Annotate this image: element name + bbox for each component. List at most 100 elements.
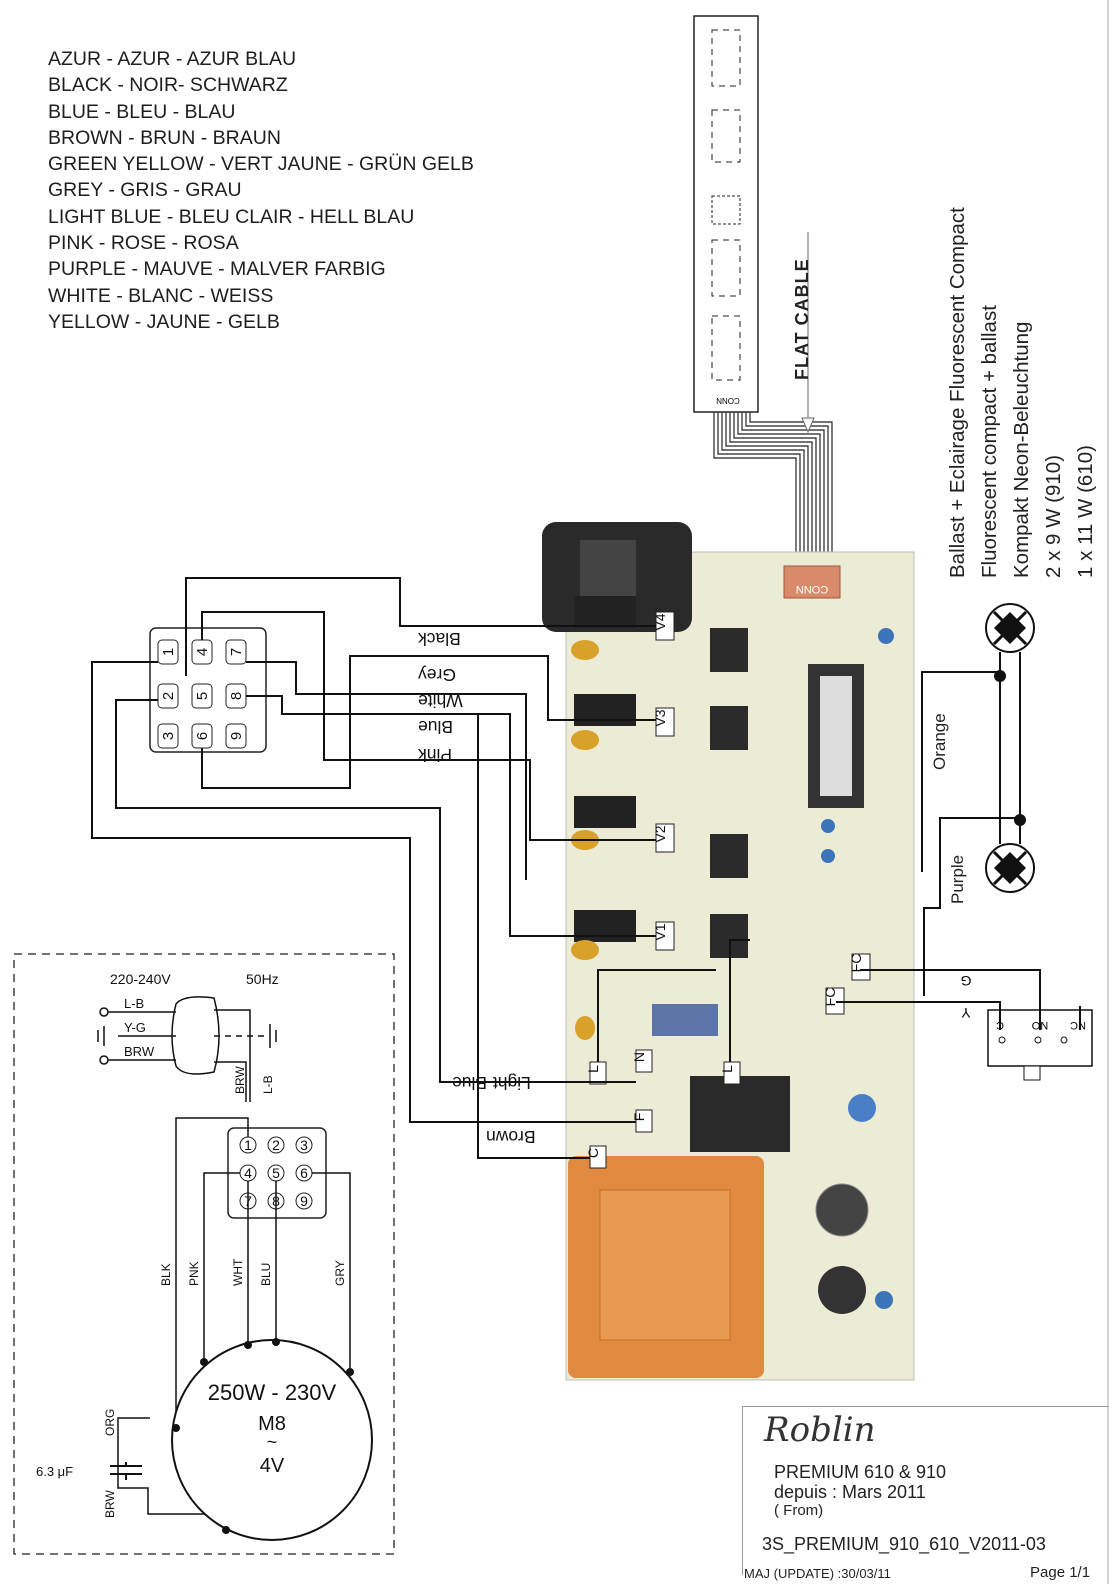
model-name: PREMIUM 610 & 910 [774, 1462, 947, 1482]
pin-5: 5 [194, 692, 211, 700]
since-date: depuis : Mars 2011 [774, 1482, 926, 1502]
pin-9: 9 [228, 732, 245, 740]
motor-wiring-box: 220-240V 50Hz L-B Y-G BRW BRW L-B 1 2 [13, 953, 395, 1555]
lamp-wires [921, 652, 1026, 872]
pcb-board: CONN [542, 522, 915, 1381]
switch-label-nc: NC [1070, 1019, 1086, 1031]
wire-pnk: PNK [187, 1261, 201, 1286]
wire-label-light-blue: Light-Blue [452, 1073, 531, 1093]
wire-label-blue: Blue [418, 717, 454, 737]
legend-item: BLUE - BLEU - BLAU [48, 100, 236, 123]
wire-wht: WHT [231, 1258, 245, 1286]
wire-label-grey: Grey [418, 665, 456, 685]
terminal-v4: V4 [652, 613, 668, 630]
wire-label-orange: Orange [930, 713, 949, 770]
switch-label-y: Y [961, 1005, 971, 1021]
ballast-line-3: Kompakt Neon-Beleuchtung [1010, 321, 1033, 578]
wire-gry: GRY [333, 1260, 347, 1286]
lamp-bottom [985, 843, 1035, 893]
wire-org: ORG [103, 1409, 117, 1436]
arrow-head-icon [801, 417, 815, 434]
document-ref: 3S_PREMIUM_910_610_V2011-03 [762, 1534, 1046, 1554]
motor-pin-2: 2 [272, 1137, 280, 1153]
pin-6: 6 [194, 732, 211, 740]
terminal-v3: V3 [652, 709, 668, 726]
update-date: MAJ (UPDATE) :30/03/11 [744, 1566, 891, 1581]
motor-pin-4: 4 [244, 1165, 252, 1181]
terminal-v2: V2 [652, 825, 668, 842]
legend-item: YELLOW - JAUNE - GELB [48, 310, 280, 333]
motor-power: 250W - 230V [208, 1380, 337, 1405]
terminal-fc-2: FC [822, 988, 838, 1007]
flat-cable [713, 412, 833, 570]
legend-item: BLACK - NOIR- SCHWARZ [48, 74, 288, 97]
connector-9pin: 1 4 7 2 5 8 3 6 9 [149, 627, 267, 753]
motor-name: M8 [258, 1413, 286, 1435]
terminal-fc-1: FC [848, 954, 864, 973]
plug-lb: L-B [124, 996, 144, 1011]
panel-conn-label: CONN [716, 396, 740, 405]
legend-item: AZUR - AZUR - AZUR BLAU [48, 48, 297, 70]
wire-label-brown: Brown [486, 1127, 536, 1147]
capacitor-value: 6.3 μF [36, 1464, 73, 1479]
legend-item: LIGHT BLUE - BLEU CLAIR - HELL BLAU [48, 205, 415, 228]
terminal-f: F [631, 1113, 647, 1122]
wire-brw: BRW [233, 1066, 247, 1094]
supply-frequency: 50Hz [246, 971, 279, 987]
motor-pin-9: 9 [300, 1193, 308, 1209]
legend-item: PURPLE - MAUVE - MALVER FARBIG [48, 258, 386, 281]
harness-wires [91, 577, 941, 1159]
terminal-l2: L [719, 1065, 735, 1073]
wire-label-white: White [418, 691, 463, 711]
control-panel: CONN [693, 15, 759, 413]
pin-8: 8 [228, 692, 245, 700]
motor-pin-5: 5 [272, 1165, 280, 1181]
legend-item: PINK - ROSE - ROSA [48, 232, 239, 255]
pin-7: 7 [228, 648, 245, 656]
micro-switch: G Y C NO NC [836, 969, 1093, 1081]
wire-label-pink: Pink [418, 745, 453, 765]
plug-yg: Y-G [124, 1020, 146, 1035]
pin-1: 1 [160, 648, 177, 656]
pin-3: 3 [160, 732, 177, 740]
legend-item: WHITE - BLANC - WEISS [48, 284, 274, 307]
board-conn-label: CONN [796, 583, 828, 595]
pin-4: 4 [194, 648, 211, 656]
color-legend: AZUR - AZUR - AZUR BLAU BLACK - NOIR- SC… [48, 46, 474, 335]
terminal-l: L [585, 1065, 601, 1073]
motor-pin-6: 6 [300, 1165, 308, 1181]
terminal-c: C [585, 1148, 601, 1158]
page-number: Page 1/1 [1030, 1564, 1091, 1581]
brand-logo: Roblin [764, 1410, 876, 1450]
ballast-line-4: 2 x 9 W (910) [1042, 454, 1065, 578]
ballast-line-1: Ballast + Eclairage Fluorescent Compact [946, 207, 969, 578]
plug-brw: BRW [124, 1044, 155, 1059]
wire-blu: BLU [259, 1263, 273, 1286]
wire-label-purple: Purple [948, 854, 967, 904]
switch-label-c: C [996, 1019, 1004, 1031]
ballast-line-5: 1 x 11 W (610) [1074, 445, 1097, 578]
title-block [742, 1406, 1109, 1575]
ballast-line-2: Fluorescent compact + ballast [978, 305, 1001, 578]
terminal-n: N [631, 1052, 647, 1062]
legend-item: GREY - GRIS - GRAU [48, 179, 242, 202]
from-label: ( From) [774, 1502, 824, 1519]
supply-voltage: 220-240V [110, 971, 171, 987]
flat-cable-label: FLAT CABLE [792, 258, 812, 380]
legend-item: BROWN - BRUN - BRAUN [48, 126, 281, 149]
wire-blk: BLK [159, 1263, 173, 1286]
motor-speed: 4V [260, 1455, 285, 1477]
ac-tilde-icon: ~ [267, 1432, 278, 1452]
switch-label-no: NO [1031, 1019, 1048, 1031]
motor-pin-3: 3 [300, 1137, 308, 1153]
wire-brw-cap: BRW [103, 1490, 117, 1518]
wire-lb: L-B [261, 1075, 275, 1094]
pin-2: 2 [160, 692, 177, 700]
terminal-v1: V1 [652, 923, 668, 940]
wire-label-black: Black [418, 629, 461, 649]
lamp-top [985, 603, 1035, 653]
motor-pin-1: 1 [244, 1137, 252, 1153]
switch-label-g: G [961, 973, 972, 989]
